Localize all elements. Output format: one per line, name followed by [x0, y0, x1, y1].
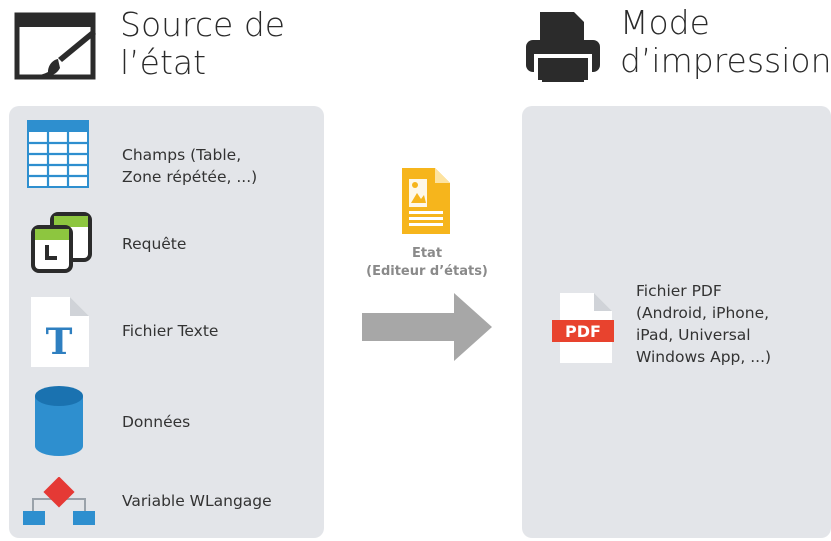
pdf-file-icon: PDF [552, 293, 614, 363]
report-label-line2: (Editeur d’états) [366, 264, 488, 279]
output-title-line1: Mode [620, 3, 710, 42]
output-item-pdf-line4: Windows App, ...) [636, 348, 772, 366]
svg-text:T: T [46, 321, 73, 363]
source-item-fields-line1: Champs (Table, [122, 146, 242, 164]
output-item-pdf-label: Fichier PDF (Android, iPhone, iPad, Univ… [636, 280, 771, 368]
source-item-fields-line2: Zone répétée, ...) [122, 168, 258, 186]
source-item-data-label: Données [122, 413, 191, 431]
report-design-icon [14, 12, 96, 80]
source-title: Source de l’état [120, 6, 285, 82]
database-icon [35, 386, 83, 456]
report-label-line1: Etat [411, 246, 443, 261]
output-item-pdf-line2: (Android, iPhone, [636, 304, 770, 322]
hierarchy-variable-icon [23, 477, 95, 525]
flow-arrow [362, 293, 492, 361]
source-title-line2: l’état [120, 43, 207, 82]
source-title-line1: Source de [120, 5, 286, 44]
source-item-variable-label: Variable WLangage [122, 492, 272, 510]
query-icon [31, 212, 92, 273]
output-title: Mode d’impression [620, 4, 831, 80]
pdf-badge: PDF [565, 322, 601, 341]
output-item-pdf-line1: Fichier PDF [636, 282, 722, 300]
source-item-fields-label: Champs (Table, Zone répétée, ...) [122, 144, 257, 188]
source-item-textfile-label: Fichier Texte [122, 322, 219, 340]
report-label: Etat (Editeur d’états) [356, 245, 498, 281]
printer-icon [526, 12, 600, 84]
text-file-icon: T [31, 297, 89, 367]
table-grid-icon [27, 120, 89, 188]
output-item-pdf-line3: iPad, Universal [636, 326, 751, 344]
report-document-icon [402, 168, 450, 234]
source-item-query-label: Requête [122, 235, 187, 253]
output-title-line2: d’impression [620, 41, 831, 80]
